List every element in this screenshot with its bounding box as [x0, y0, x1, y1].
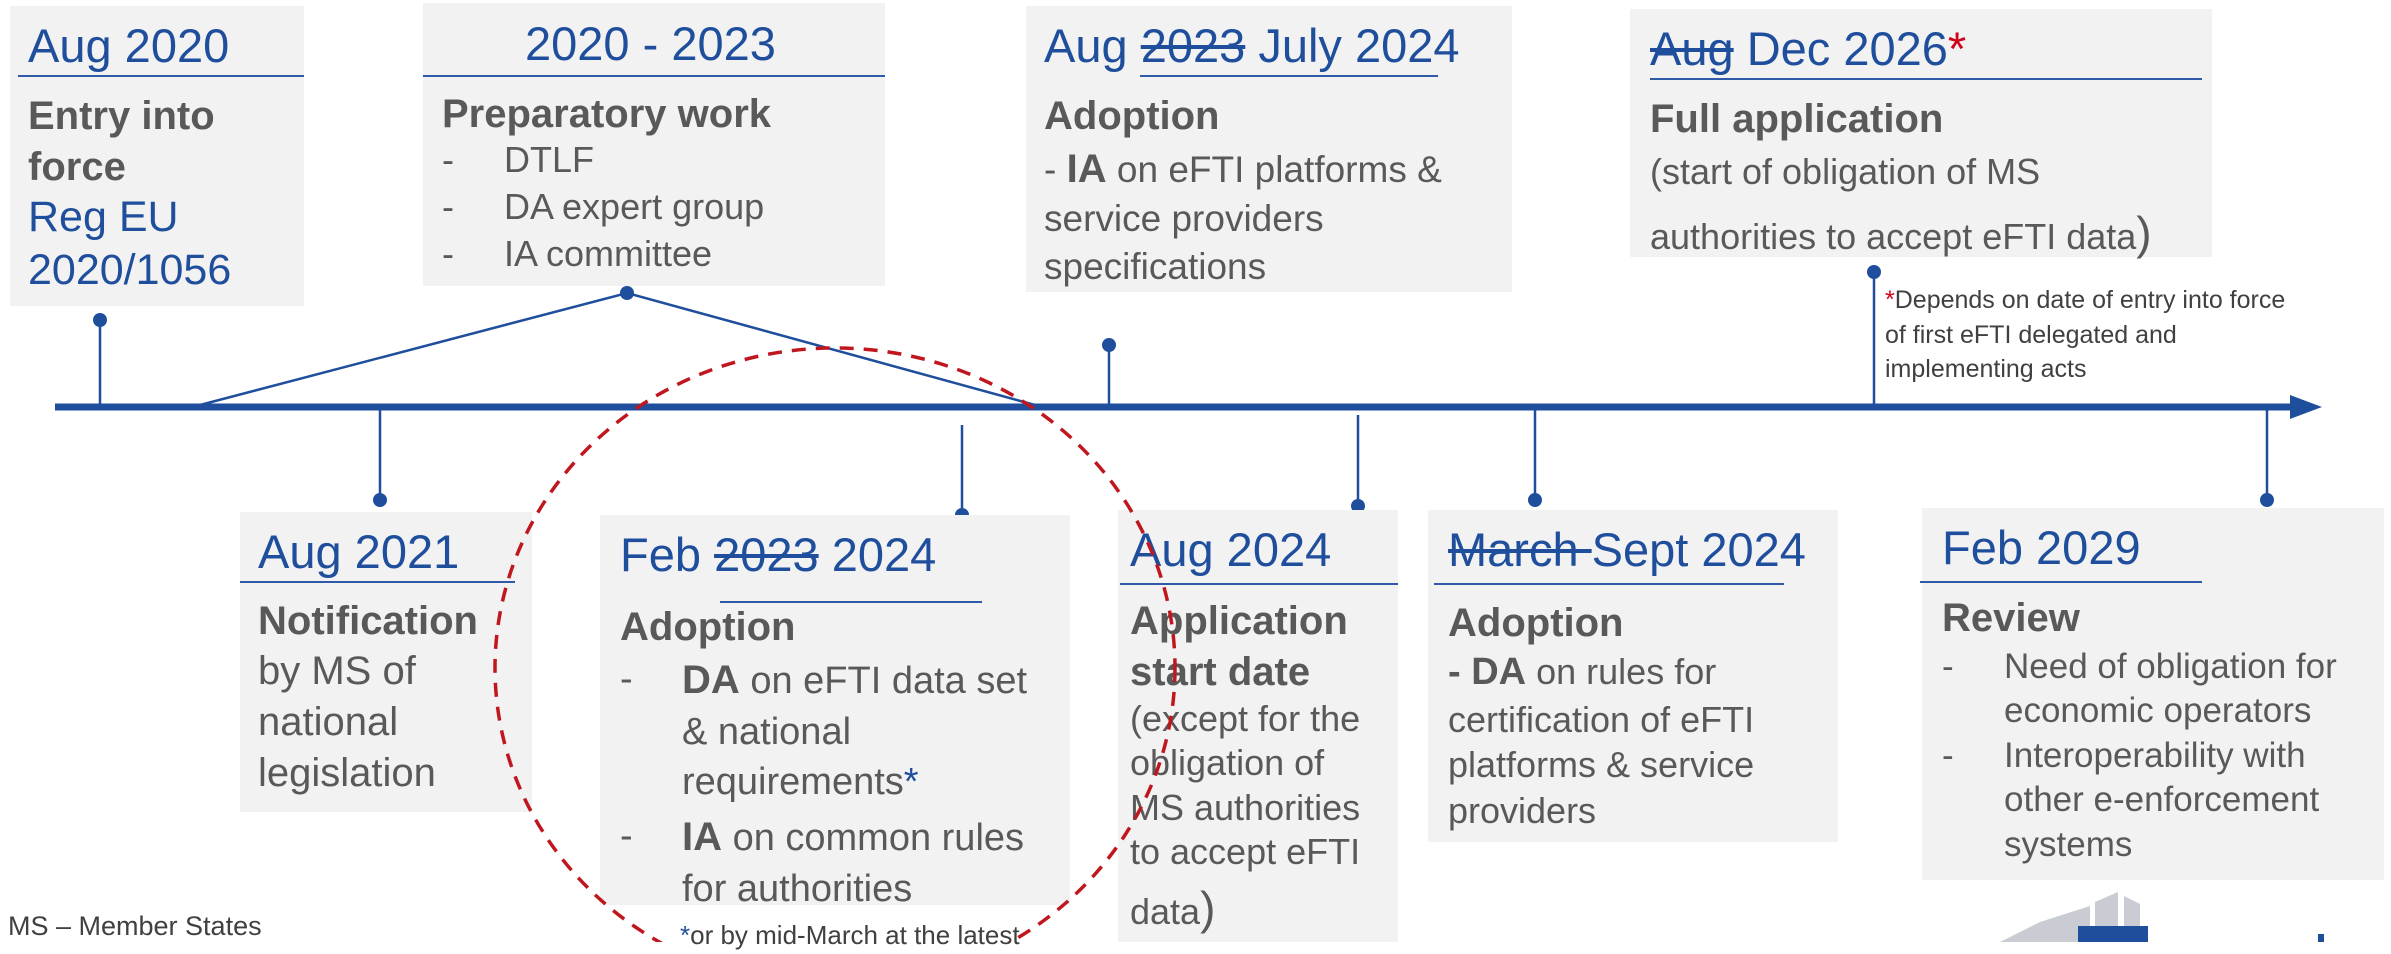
dash: - [442, 139, 454, 180]
date-rule [1650, 78, 2202, 80]
date-july-2024: Aug 2023 July 2024 [1044, 19, 1460, 72]
list-item: - Interoperability with other e-enforcem… [1942, 735, 2320, 864]
struck-date: 2023 [1140, 19, 1246, 72]
date-rule [1920, 581, 2202, 583]
milestone-title-line1: Entry into [28, 94, 215, 138]
dot-aug2021 [373, 493, 387, 507]
date-dec-2026: Aug Dec 2026* [1650, 22, 1967, 75]
struck-date: Aug [1650, 22, 1734, 75]
dash: - [1942, 647, 1954, 686]
date-2020-2023: 2020 - 2023 [525, 17, 776, 70]
date-aug-2020: Aug 2020 [28, 19, 230, 72]
date-rule [18, 75, 304, 77]
struck-date: March [1448, 523, 1592, 576]
milestone-feb-2029 [1922, 508, 2384, 880]
milestone-title: Notification [258, 599, 478, 643]
milestone-aug-2021 [240, 512, 532, 812]
milestone-title: Full application [1650, 97, 1944, 141]
list-item: -DA expert group [442, 184, 872, 231]
dash: - [1942, 735, 1954, 775]
milestone-title: Review [1942, 596, 2080, 640]
date-rule [1434, 583, 1784, 585]
dash: - [442, 185, 454, 227]
dot-aug2024 [1351, 499, 1365, 513]
milestone-title: Preparatory work [442, 92, 772, 136]
milestone-2020-2023 [423, 3, 885, 286]
date-rule [1120, 583, 1398, 585]
date-sept-2024: March Sept 2024 [1448, 523, 1806, 576]
preparatory-dot [620, 286, 634, 300]
milestone-text: (start of obligation of MS authorities t… [1650, 151, 2152, 259]
date-rule [240, 581, 515, 583]
milestone-title: Adoption [1044, 94, 1220, 138]
side-note: *Depends on date of entry into force of … [1885, 286, 2286, 383]
milestone-text: - IA on eFTI platforms & service provide… [1044, 147, 1442, 288]
legend: MS – Member States [8, 911, 262, 941]
dot-sep2024 [1528, 493, 1542, 507]
asterisk-mark: * [1947, 22, 1967, 75]
dash: - [442, 232, 454, 274]
list-item: - Need of obligation for economic operat… [1942, 647, 2337, 731]
dot-aug2020 [93, 313, 107, 327]
milestone-july-2024 [1026, 6, 1512, 292]
date-aug-2021: Aug 2021 [258, 525, 460, 578]
date-rule [1140, 75, 1438, 77]
date-rule [423, 75, 885, 77]
bullet-list: -DTLF -DA expert group -IA committee [442, 137, 872, 277]
milestone-title-line2: force [28, 145, 126, 189]
milestone-text: - DA on rules for certification of eFTI … [1448, 651, 1755, 831]
regulation-ref-line1: Reg EU [28, 193, 179, 241]
regulation-ref-line2: 2020/1056 [28, 246, 232, 294]
milestone-dec-2026 [1630, 9, 2212, 257]
milestone-text: by MS of national legislation [258, 649, 436, 795]
milestone-aug-2020 [10, 6, 304, 306]
bullet-list: - Need of obligation for economic operat… [1942, 645, 2382, 867]
milestone-title: Adoption [1448, 601, 1624, 645]
timeline-arrowhead [2290, 395, 2322, 419]
dot-feb2029 [2260, 493, 2274, 507]
list-item: -DTLF [442, 137, 872, 184]
asterisk-mark: * [1885, 286, 1895, 314]
list-item: -IA committee [442, 231, 872, 278]
dot-dec2026 [1867, 265, 1881, 279]
date-feb-2029: Feb 2029 [1942, 521, 2141, 574]
milestone-sept-2024 [1428, 510, 1838, 842]
